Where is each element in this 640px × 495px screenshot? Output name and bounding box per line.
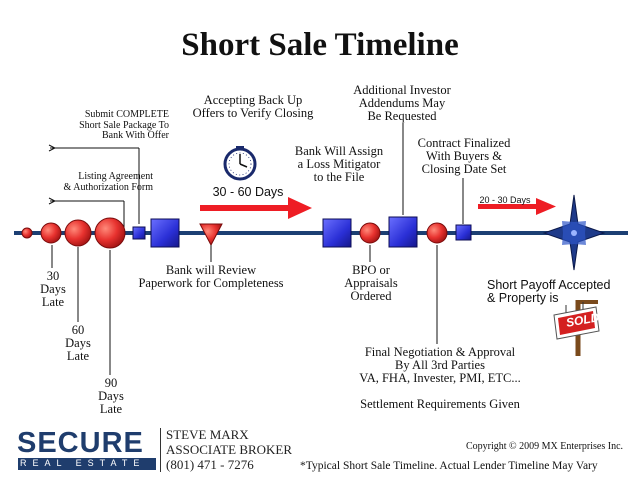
label-final-negotiation: Final Negotiation & Approval By All 3rd … — [359, 345, 521, 386]
blue-marker-loss-mitigator — [322, 218, 352, 248]
blue-marker-addendums — [388, 216, 418, 248]
star-icon — [542, 194, 606, 271]
blue-marker-contract — [455, 224, 472, 241]
sold-sign — [553, 300, 600, 356]
footer-divider — [160, 428, 161, 472]
label-bank-review: Bank will Review Paperwork for Completen… — [138, 263, 284, 291]
label-addendums: Additional Investor Addendums May Be Req… — [353, 83, 451, 124]
red-marker-90 — [94, 217, 126, 249]
agent-name: STEVE MARX — [166, 427, 249, 442]
red-marker-60 — [64, 219, 92, 247]
arrow-30-60-days — [200, 197, 312, 219]
blue-marker-submit — [150, 218, 180, 248]
triangle-marker-review — [199, 223, 223, 247]
copyright-text: Copyright © 2009 MX Enterprises Inc. — [466, 441, 624, 452]
label-submit-package: Submit COMPLETE Short Sale Package To Ba… — [79, 109, 169, 141]
label-contract-finalized: Contract Finalized With Buyers & Closing… — [417, 136, 511, 177]
label-listing-agreement: Listing Agreement & Authorization Form — [63, 171, 153, 193]
clock-icon — [223, 146, 257, 181]
disclaimer-text: *Typical Short Sale Timeline. Actual Len… — [300, 460, 598, 472]
label-accepting-backup: Accepting Back Up Offers to Verify Closi… — [192, 93, 314, 121]
red-marker-start — [21, 227, 33, 239]
label-60-days-late: 60 Days Late — [65, 323, 91, 364]
red-marker-bpo — [359, 222, 381, 244]
label-30-60-days: 30 - 60 Days — [212, 185, 284, 199]
label-settlement: Settlement Requirements Given — [360, 397, 520, 411]
label-20-30-days: 20 - 30 Days — [479, 195, 531, 205]
label-short-payoff: Short Payoff Accepted & Property is — [487, 278, 611, 306]
page-title: Short Sale Timeline — [181, 27, 459, 63]
label-30-days-late: 30 Days Late — [40, 269, 66, 310]
red-marker-30 — [40, 222, 62, 244]
label-loss-mitigator: Bank Will Assign a Loss Mitigator to the… — [294, 144, 384, 185]
agent-title: ASSOCIATE BROKER — [166, 442, 293, 457]
agent-phone: (801) 471 - 7276 — [166, 457, 254, 472]
label-90-days-late: 90 Days Late — [98, 376, 124, 417]
brand-logo-tagline: REAL ESTATE — [20, 458, 146, 468]
label-bpo-appraisals: BPO or Appraisals Ordered — [344, 263, 398, 304]
red-marker-final — [426, 222, 448, 244]
blue-marker-listing — [132, 226, 146, 240]
arrow-20-30-days — [478, 198, 556, 215]
brand-logo-wordmark: SECURE — [17, 427, 144, 459]
brand-logo-bar — [18, 458, 156, 470]
